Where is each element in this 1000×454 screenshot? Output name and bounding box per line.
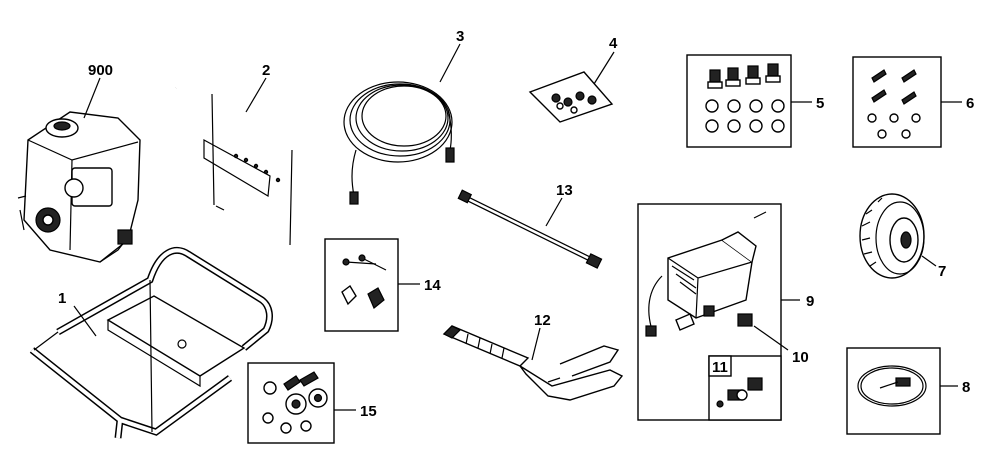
hose-part — [343, 81, 455, 205]
callout-15: 15 — [360, 403, 377, 420]
callout-5: 5 — [816, 95, 824, 112]
fastener-kit-6 — [852, 56, 942, 148]
spray-gun-part — [442, 325, 624, 401]
oring-kit-8 — [846, 347, 941, 435]
callout-7: 7 — [938, 263, 946, 280]
leader-line-13 — [545, 197, 563, 227]
wheel-part — [859, 193, 925, 279]
fitting-box-11 — [708, 355, 782, 421]
leader-line-3 — [439, 43, 461, 83]
callout-4: 4 — [609, 35, 618, 52]
leader-line-4 — [593, 51, 615, 85]
fastener-kit-5 — [686, 54, 792, 148]
callout-10: 10 — [792, 349, 809, 366]
frame-part — [29, 246, 273, 439]
callout-2: 2 — [262, 62, 270, 79]
callout-6: 6 — [966, 95, 974, 112]
leader-line-10 — [753, 325, 789, 351]
leader-line-1 — [73, 305, 97, 337]
callout-900: 900 — [88, 62, 113, 79]
callout-3: 3 — [456, 28, 464, 45]
leader-line-7 — [921, 255, 937, 267]
wand-part — [457, 189, 603, 269]
bearing-kit-15 — [247, 362, 335, 444]
callout-12: 12 — [534, 312, 551, 329]
callout-14: 14 — [424, 277, 441, 294]
callout-1: 1 — [58, 290, 66, 307]
handle-part — [174, 79, 297, 246]
callout-8: 8 — [962, 379, 970, 396]
leader-line-900 — [83, 77, 101, 119]
callout-11: 11 — [712, 359, 728, 376]
callout-9: 9 — [806, 293, 814, 310]
leader-line-2 — [245, 77, 267, 113]
leader-line-12 — [531, 327, 541, 361]
knob-kit-14 — [324, 238, 399, 332]
hardware-bag-part — [528, 71, 614, 123]
engine-part — [17, 111, 141, 263]
callout-13: 13 — [556, 182, 573, 199]
